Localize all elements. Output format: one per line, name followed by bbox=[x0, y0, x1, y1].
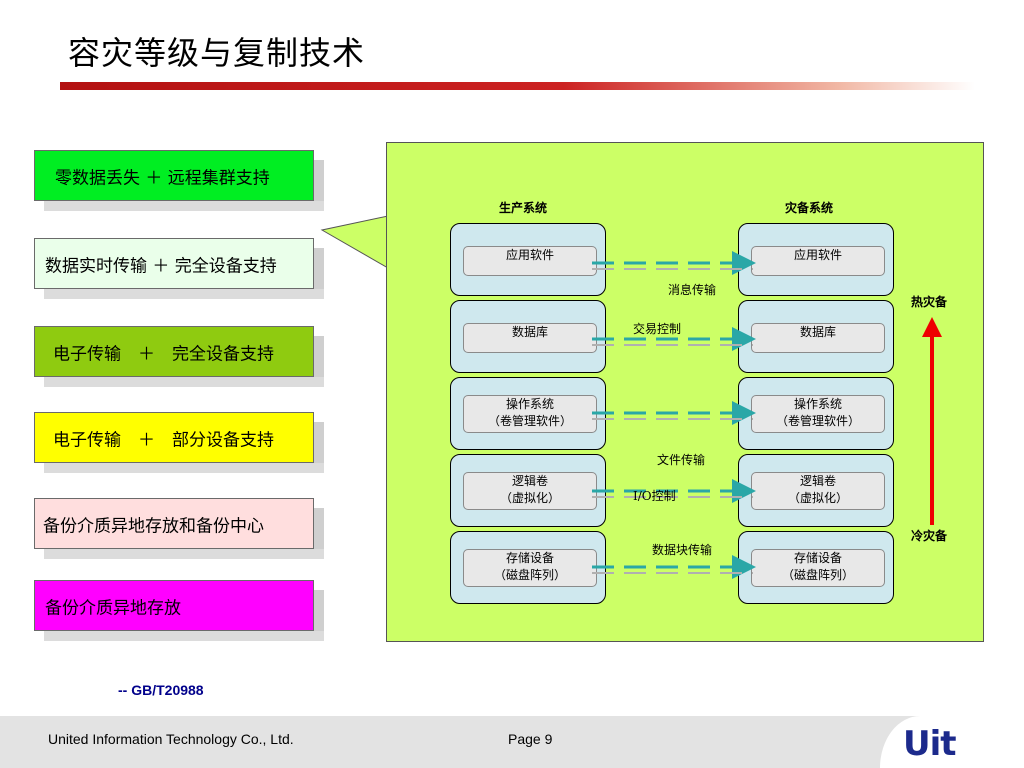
level-1-side bbox=[314, 160, 324, 211]
footer-bar: United Information Technology Co., Ltd. … bbox=[0, 716, 1024, 768]
level-1-box[interactable]: 零数据丢失 ＋ 远程集群支持 bbox=[34, 150, 314, 201]
message-transfer-label: 消息传输 bbox=[668, 283, 717, 297]
backup-app-box[interactable]: 应用软件 bbox=[751, 246, 885, 276]
logo-area: Uit bbox=[880, 716, 1024, 768]
hot-standby-label: 热灾备 bbox=[911, 295, 948, 309]
production-db-layer: 数据库 bbox=[450, 300, 606, 373]
level-1-bottom bbox=[44, 201, 324, 211]
production-app-layer: 应用软件 bbox=[450, 223, 606, 296]
production-app-label: 应用软件 bbox=[505, 248, 554, 262]
backup-os-layer: 操作系统 （卷管理软件） bbox=[738, 377, 894, 450]
io-control-label: I/O控制 bbox=[633, 489, 676, 503]
file-transfer-label: 文件传输 bbox=[657, 453, 706, 467]
production-lv-sublabel: （虚拟化） bbox=[499, 491, 560, 505]
production-os-label: 操作系统 bbox=[505, 397, 554, 411]
backup-os-label: 操作系统 bbox=[793, 397, 842, 411]
transaction-control-label: 交易控制 bbox=[633, 322, 682, 336]
production-os-layer: 操作系统 （卷管理软件） bbox=[450, 377, 606, 450]
replication-diagram: 生产系统 灾备系统 应用软件 数据库 操作系统 （卷管理软件） 逻辑卷 （虚拟化… bbox=[386, 142, 984, 642]
level-3-label: 电子传输 ＋ 完全设备支持 bbox=[53, 344, 274, 364]
hot-cold-arrow-head bbox=[922, 317, 942, 337]
backup-lv-layer: 逻辑卷 （虚拟化） bbox=[738, 454, 894, 527]
backup-os-sublabel: （卷管理软件） bbox=[775, 414, 860, 428]
level-4-box[interactable]: 电子传输 ＋ 部分设备支持 bbox=[34, 412, 314, 463]
level-5-box[interactable]: 备份介质异地存放和备份中心 bbox=[34, 498, 314, 549]
level-4-bottom bbox=[44, 463, 324, 473]
level-1-label: 零数据丢失 ＋ 远程集群支持 bbox=[55, 168, 270, 188]
production-storage-layer: 存储设备 （磁盘阵列） bbox=[450, 531, 606, 604]
level-5-side bbox=[314, 508, 324, 559]
production-lv-box[interactable]: 逻辑卷 （虚拟化） bbox=[463, 472, 597, 510]
backup-db-layer: 数据库 bbox=[738, 300, 894, 373]
backup-app-label: 应用软件 bbox=[793, 248, 842, 262]
title-underline bbox=[60, 82, 975, 90]
production-storage-sublabel: （磁盘阵列） bbox=[493, 568, 566, 582]
production-system-title: 生产系统 bbox=[499, 201, 548, 215]
level-2-box[interactable]: 数据实时传输 ＋ 完全设备支持 bbox=[34, 238, 314, 289]
production-app-box[interactable]: 应用软件 bbox=[463, 246, 597, 276]
level-6-label: 备份介质异地存放 bbox=[45, 598, 181, 618]
level-6-bottom bbox=[44, 631, 324, 641]
production-db-label: 数据库 bbox=[511, 325, 548, 339]
backup-app-layer: 应用软件 bbox=[738, 223, 894, 296]
production-os-sublabel: （卷管理软件） bbox=[487, 414, 572, 428]
backup-lv-sublabel: （虚拟化） bbox=[787, 491, 848, 505]
level-2-label: 数据实时传输 ＋ 完全设备支持 bbox=[45, 256, 277, 276]
production-storage-box[interactable]: 存储设备 （磁盘阵列） bbox=[463, 549, 597, 587]
backup-db-box[interactable]: 数据库 bbox=[751, 323, 885, 353]
production-storage-label: 存储设备 bbox=[505, 551, 554, 565]
backup-db-label: 数据库 bbox=[799, 325, 836, 339]
backup-storage-box[interactable]: 存储设备 （磁盘阵列） bbox=[751, 549, 885, 587]
callout-pointer-shape bbox=[320, 215, 389, 269]
level-3-side bbox=[314, 336, 324, 387]
level-6-side bbox=[314, 590, 324, 641]
backup-os-box[interactable]: 操作系统 （卷管理软件） bbox=[751, 395, 885, 433]
backup-lv-label: 逻辑卷 bbox=[799, 474, 836, 488]
company-name: United Information Technology Co., Ltd. bbox=[48, 731, 294, 747]
backup-storage-label: 存储设备 bbox=[793, 551, 842, 565]
standard-reference: -- GB/T20988 bbox=[118, 682, 204, 698]
backup-storage-layer: 存储设备 （磁盘阵列） bbox=[738, 531, 894, 604]
level-5-bottom bbox=[44, 549, 324, 559]
level-5-label: 备份介质异地存放和备份中心 bbox=[43, 516, 264, 536]
level-3-bottom bbox=[44, 377, 324, 387]
production-os-box[interactable]: 操作系统 （卷管理软件） bbox=[463, 395, 597, 433]
production-db-box[interactable]: 数据库 bbox=[463, 323, 597, 353]
production-lv-layer: 逻辑卷 （虚拟化） bbox=[450, 454, 606, 527]
level-3-box[interactable]: 电子传输 ＋ 完全设备支持 bbox=[34, 326, 314, 377]
company-logo: Uit bbox=[903, 724, 957, 764]
cold-standby-label: 冷灾备 bbox=[911, 529, 948, 543]
production-lv-label: 逻辑卷 bbox=[511, 474, 548, 488]
level-4-label: 电子传输 ＋ 部分设备支持 bbox=[53, 430, 274, 450]
backup-storage-sublabel: （磁盘阵列） bbox=[781, 568, 854, 582]
backup-system-title: 灾备系统 bbox=[785, 201, 834, 215]
level-6-box[interactable]: 备份介质异地存放 bbox=[34, 580, 314, 631]
slide-title: 容灾等级与复制技术 bbox=[68, 34, 366, 72]
level-2-side bbox=[314, 248, 324, 299]
block-transfer-label: 数据块传输 bbox=[652, 543, 713, 557]
page-number: Page 9 bbox=[508, 731, 553, 747]
backup-lv-box[interactable]: 逻辑卷 （虚拟化） bbox=[751, 472, 885, 510]
link-arrows bbox=[592, 251, 942, 579]
level-2-bottom bbox=[44, 289, 324, 299]
level-4-side bbox=[314, 422, 324, 473]
